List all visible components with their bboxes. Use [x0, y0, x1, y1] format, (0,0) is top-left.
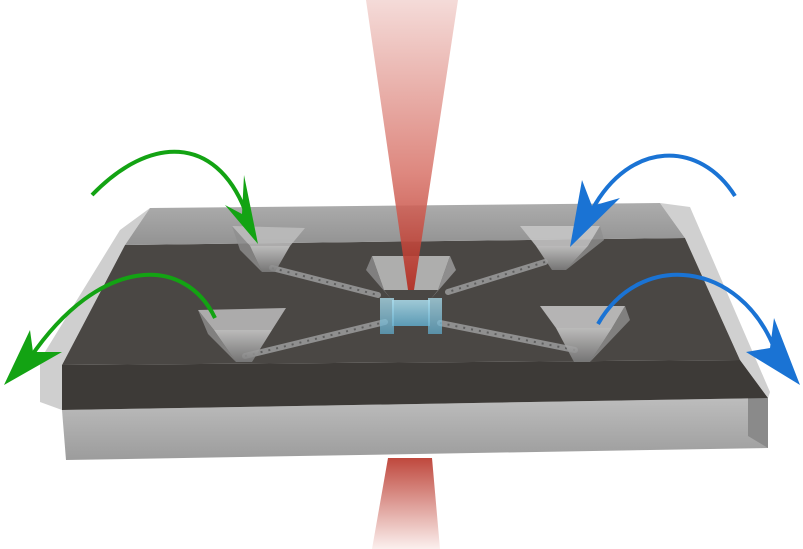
arrow-out-bottom-right — [596, 272, 800, 385]
inlet-funnel-top-left — [232, 226, 305, 272]
arrow-out-bottom-left — [4, 273, 217, 385]
channel-holes — [244, 261, 576, 357]
chip-front-face — [62, 398, 768, 460]
arrow-head-out-bottom-left — [4, 330, 62, 385]
arrow-in-top-right — [570, 153, 737, 247]
arrow-head-in-top-left — [225, 175, 258, 244]
right-pillar — [428, 298, 442, 334]
arrow-in-top-left — [90, 149, 258, 244]
left-pillar — [380, 298, 394, 334]
laser-beam-bottom — [372, 458, 440, 549]
inlet-funnel-bottom-left — [198, 308, 286, 362]
laser-beam-top — [366, 0, 458, 290]
chip-dark-band — [62, 360, 768, 410]
center-chamber-fluid — [392, 300, 430, 326]
arrow-head-out-bottom-right — [746, 318, 800, 385]
center-chamber — [366, 256, 456, 334]
arrow-head-in-top-right — [570, 180, 620, 247]
chip-right-edge — [660, 203, 770, 398]
chip-right-face — [748, 386, 768, 448]
chip-left-edge — [40, 208, 150, 410]
